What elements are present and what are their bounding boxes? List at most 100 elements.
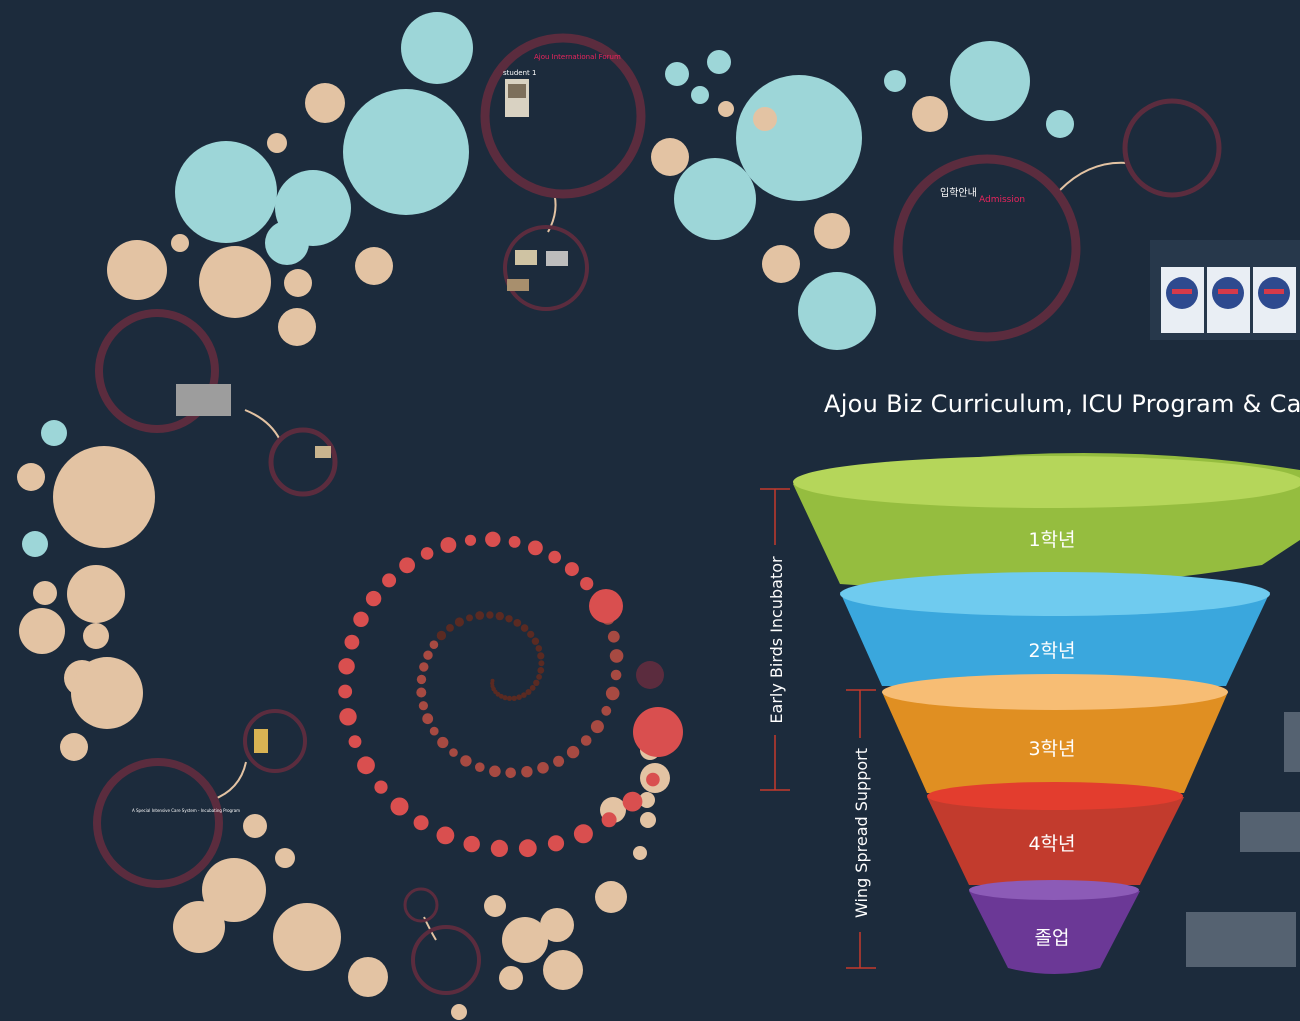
mini-spiral-dot (535, 645, 543, 652)
teal-bubble (884, 70, 906, 92)
mini-spiral-dot (505, 615, 513, 623)
mini-spiral-dot (413, 815, 429, 831)
teal-bubble (674, 158, 756, 240)
tier-label-4: 4학년 (1028, 833, 1075, 855)
funnel-diagram: 1학년 2학년 3학년 4학년 졸업 (793, 452, 1300, 974)
mini-spiral-dot (553, 755, 565, 767)
peach-bubble (355, 247, 393, 285)
teal-bubble (691, 86, 709, 104)
mini-spiral-dot (505, 767, 516, 779)
teal-bubble (175, 141, 277, 243)
mini-spiral-dot (490, 839, 508, 858)
mini-spiral-dot (374, 780, 388, 794)
mini-spiral-dot (521, 766, 533, 778)
mini-spiral-dot (607, 630, 620, 643)
mini-spiral-dot (564, 562, 579, 577)
ring-frames (93, 33, 1222, 995)
mini-spiral-dot (339, 708, 357, 726)
mini-spiral-dot (365, 590, 382, 607)
funnel-tier-2[interactable] (840, 592, 1270, 686)
mini-spiral-dot (533, 679, 540, 686)
mini-spiral-dot (449, 748, 458, 757)
mini-spiral-dot (502, 695, 508, 701)
peach-bubble (173, 901, 225, 953)
mini-spiral-dot (610, 669, 622, 681)
mini-spiral-dot (521, 692, 527, 698)
mini-spiral-dot (485, 531, 501, 547)
mini-spiral-dot (489, 765, 501, 778)
mini-spiral-dot (518, 839, 537, 858)
frame-photo-1 (515, 250, 537, 265)
frame-photo-6 (254, 729, 268, 753)
mini-spiral-dot (601, 705, 612, 716)
mini-spiral-dot (420, 547, 434, 560)
mini-spiral-dot (416, 687, 427, 698)
bracket-early-birds (760, 488, 790, 791)
peach-bubble (284, 269, 312, 297)
teal-bubble (343, 89, 469, 215)
peach-bubble (451, 1004, 467, 1020)
peach-bubble (348, 957, 388, 997)
mini-spiral-dot (440, 537, 457, 553)
mini-spiral-dot (422, 713, 434, 725)
mini-spiral-dot (528, 540, 543, 556)
funnel-tier-4[interactable] (927, 797, 1184, 885)
mini-spiral-dot (547, 835, 565, 852)
peach-bubble (33, 581, 57, 605)
teal-bubble (1046, 110, 1074, 138)
peach-bubble (762, 245, 800, 283)
right-doc-blocks (1186, 712, 1300, 967)
mini-spiral-dot (590, 720, 604, 734)
admission-kr: 입학안내 (940, 186, 977, 199)
admission-en: Admission (979, 195, 1025, 205)
frame-photo-3 (507, 279, 529, 291)
mini-spiral-dot (454, 617, 464, 627)
frame-photo-4 (176, 384, 231, 416)
mini-spiral-dot (466, 614, 473, 622)
mini-spiral-dot (609, 649, 624, 663)
peach-bubble (60, 733, 88, 761)
peach-bubble (499, 966, 523, 990)
funnel-tier-5[interactable] (969, 891, 1140, 974)
mini-spiral-dot (537, 762, 549, 774)
peach-bubble (199, 246, 271, 318)
small-frame-left[interactable] (268, 427, 338, 497)
incubating-frame[interactable] (93, 758, 223, 888)
admission-frame[interactable] (893, 154, 1081, 342)
peach-bubble (19, 608, 65, 654)
teal-bubble (41, 420, 67, 446)
peach-bubble (718, 101, 734, 117)
teal-bubble (665, 62, 689, 86)
frame-photo-2 (546, 251, 568, 266)
mini-spiral-dot (348, 735, 362, 748)
peach-bubble (278, 308, 316, 346)
mini-spiral-dot (436, 826, 455, 845)
mini-spiral-dot (506, 695, 513, 702)
funnel-tier-3[interactable] (882, 692, 1228, 793)
mini-spiral-dot (460, 755, 472, 767)
tiny-frame-bottom[interactable] (403, 887, 439, 923)
mini-spiral-dot (357, 756, 375, 775)
pointer-cards[interactable] (1150, 240, 1300, 340)
mini-spiral-dot (353, 611, 369, 627)
peach-bubble (639, 792, 655, 808)
small-frame-bottom[interactable] (411, 925, 481, 995)
wing-spread-label: Wing Spread Support (852, 748, 871, 918)
small-frame-right[interactable] (1122, 98, 1222, 198)
forum-frame[interactable] (480, 33, 646, 199)
peach-bubble (595, 881, 627, 913)
tier-label-3: 3학년 (1028, 738, 1075, 760)
small-frame-bottom-left[interactable] (243, 709, 307, 773)
peach-bubble (912, 96, 948, 132)
mini-spiral-dot (419, 662, 429, 672)
program-frame-left[interactable] (95, 309, 219, 433)
mini-spiral-dot (605, 686, 620, 701)
mini-spiral-dot (622, 791, 643, 812)
mini-spiral-dot (463, 835, 480, 853)
mini-spiral-dot (520, 624, 529, 632)
mini-spiral-dot (416, 674, 427, 685)
small-frame-top[interactable] (503, 225, 589, 311)
peach-bubble (243, 814, 267, 838)
mini-spiral-dot (338, 684, 353, 699)
